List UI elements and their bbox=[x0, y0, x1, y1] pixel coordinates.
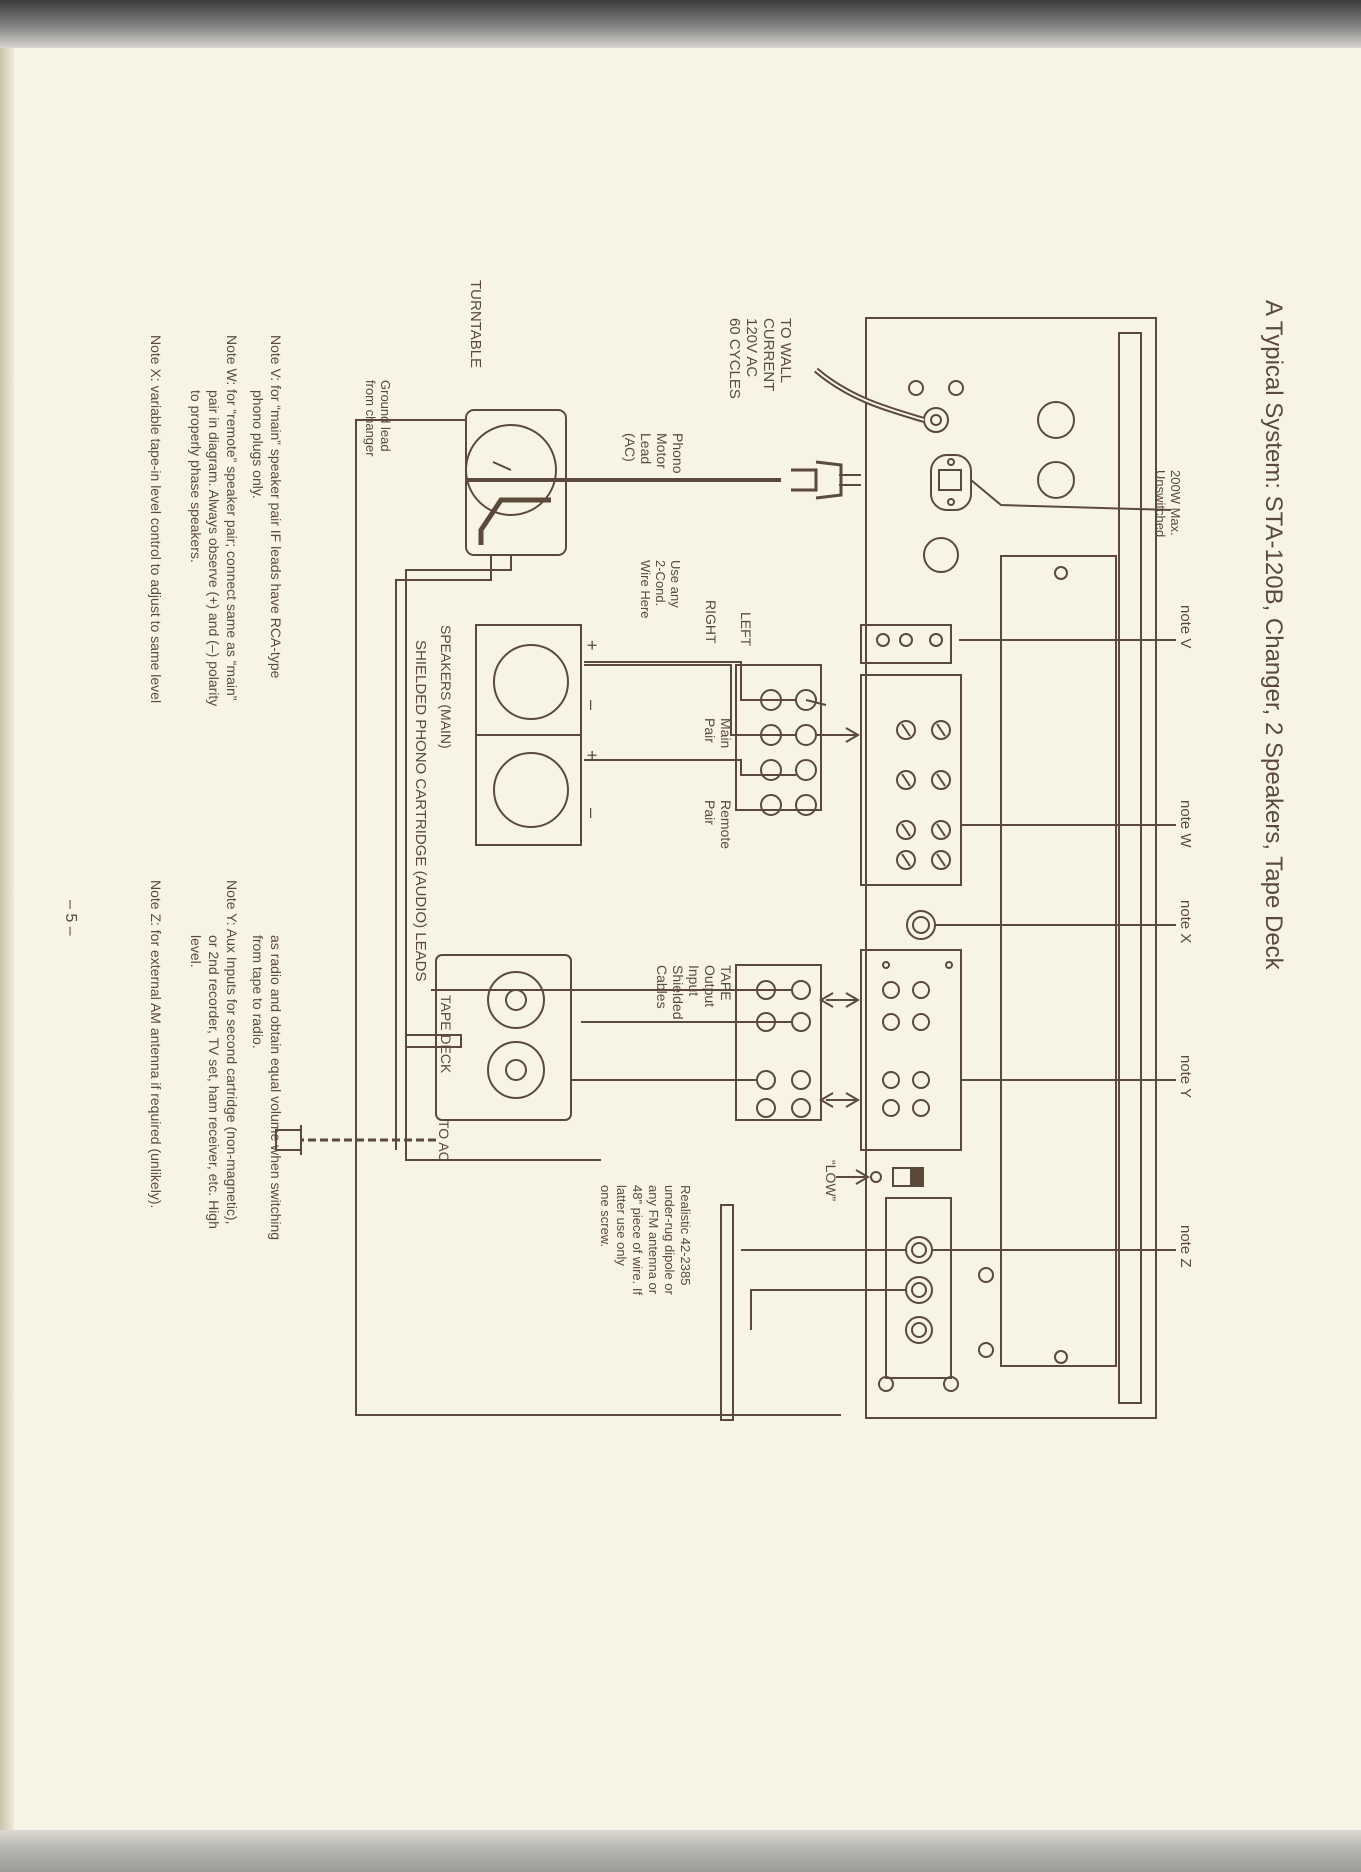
to-ac-label: TO AC bbox=[436, 1120, 452, 1162]
note-v-line-1: Note V: for “main” speaker pair IF leads… bbox=[268, 335, 284, 679]
wire-label-2: 2-Cond. bbox=[653, 560, 668, 606]
main-pair-label-2: Pair bbox=[702, 718, 718, 743]
plus-left: + bbox=[582, 750, 602, 761]
shielded-leads-label: SHIELDED PHONO CARTRIDGE (AUDIO) LEADS bbox=[412, 640, 429, 981]
note-y-line-1: Note Y: Aux Inputs for second cartridge … bbox=[224, 880, 240, 1224]
note-z-line-1: Note Z: for external AM antenna if requi… bbox=[148, 880, 164, 1208]
antenna-label-3: any FM antenna or bbox=[646, 1185, 661, 1295]
note-x-line-2: as radio and obtain equal volume when sw… bbox=[268, 935, 284, 1240]
motor-label-4: (AC) bbox=[622, 433, 638, 462]
motor-label-1: Phono bbox=[670, 433, 686, 474]
antenna-label-1: Realistic 42-2385 bbox=[678, 1185, 693, 1285]
antenna-label-6: one screw. bbox=[598, 1185, 613, 1247]
outlet-label-1: 200W Max. bbox=[1168, 470, 1183, 536]
plus-right: + bbox=[582, 640, 602, 651]
rca-input-panel bbox=[860, 949, 962, 1151]
note-x-line-1: Note X: variable tape-in level control t… bbox=[148, 335, 164, 703]
antenna-terminals bbox=[878, 1197, 994, 1392]
tape-deck-label: TAPE DECK bbox=[438, 995, 454, 1074]
note-w-line-1: Note W: for “remote” speaker pair; conne… bbox=[224, 335, 240, 701]
antenna-label-5: latter use only bbox=[614, 1185, 629, 1266]
note-w-callout: note W bbox=[1177, 800, 1194, 848]
low-label: “LOW” bbox=[823, 1160, 839, 1202]
page-number: – 5 – bbox=[62, 900, 79, 936]
note-callout-lines bbox=[932, 479, 1176, 1251]
speaker-left bbox=[475, 734, 582, 846]
note-v-callout: note V bbox=[1177, 605, 1194, 648]
ground-label-2: from changer bbox=[363, 380, 378, 457]
antenna-label-4: 48" piece of wire. If bbox=[630, 1185, 645, 1296]
minus-left: – bbox=[582, 808, 602, 818]
connection-arrows bbox=[816, 727, 870, 1185]
note-x-callout: note X bbox=[1177, 900, 1194, 943]
speaker-terminal-strip-w bbox=[860, 674, 962, 886]
fm-antenna bbox=[720, 1204, 906, 1421]
remote-pair-label-2: Pair bbox=[702, 800, 718, 825]
ground-label-1: Ground lead bbox=[378, 380, 393, 452]
note-y-callout: note Y bbox=[1177, 1055, 1194, 1098]
speaker-terminal-strip-v bbox=[860, 624, 952, 664]
antenna-label-2: under-rug dipole or bbox=[662, 1185, 677, 1296]
shielded-audio-lead bbox=[405, 555, 601, 1161]
wire-label-1: Use any bbox=[668, 560, 683, 608]
tape-connection-board bbox=[735, 964, 822, 1121]
note-y-line-2: or 2nd recorder, TV set, ham receiver, e… bbox=[206, 935, 222, 1229]
note-w-line-2: pair in diagram. Always observe (+) and … bbox=[206, 390, 222, 706]
page-title: A Typical System: STA-120B, Changer, 2 S… bbox=[1260, 300, 1287, 971]
scan-top-border bbox=[0, 0, 1361, 48]
tape-cables-label-2: Output bbox=[702, 965, 718, 1007]
receiver-chassis bbox=[814, 317, 1157, 1419]
turntable bbox=[465, 409, 567, 556]
note-y-line-3: level. bbox=[188, 935, 204, 968]
tape-cables-label-1: TAPE bbox=[718, 965, 734, 1001]
note-v-line-2: phono plugs only. bbox=[250, 390, 266, 499]
outlet-label-2: Unswitched bbox=[1153, 470, 1168, 537]
wire-label-3: Wire Here bbox=[638, 560, 653, 619]
turntable-label: TURNTABLE bbox=[467, 280, 484, 368]
wall-label-4: 60 CYCLES bbox=[726, 318, 743, 399]
scan-bottom-border bbox=[0, 1830, 1361, 1872]
minus-right: – bbox=[582, 700, 602, 710]
tape-deck bbox=[405, 954, 572, 1121]
ground-lead bbox=[355, 419, 841, 1416]
motor-label-3: Lead bbox=[638, 433, 654, 464]
note-z-callout: note Z bbox=[1177, 1225, 1194, 1268]
note-x-line-3: from tape to radio. bbox=[250, 935, 266, 1049]
wall-label-2: CURRENT bbox=[760, 318, 777, 391]
left-label: LEFT bbox=[738, 612, 754, 647]
page-edge bbox=[0, 48, 14, 1830]
tape-cables-label-5: Cables bbox=[654, 965, 670, 1009]
speaker-right bbox=[475, 624, 582, 736]
tape-cables-label-4: Shielded bbox=[670, 965, 686, 1020]
speaker-connection-board bbox=[735, 664, 822, 816]
wall-label-1: TO WALL bbox=[777, 318, 794, 383]
tape-level-knob bbox=[906, 910, 936, 940]
right-label: RIGHT bbox=[703, 600, 719, 644]
motor-label-2: Motor bbox=[654, 433, 670, 469]
note-w-line-3: to properly phase speakers. bbox=[188, 390, 204, 563]
wall-label-3: 120V AC bbox=[743, 318, 760, 377]
tape-cables-label-3: Input bbox=[686, 965, 702, 996]
low-switch bbox=[870, 1167, 924, 1187]
remote-pair-label-1: Remote bbox=[718, 800, 734, 849]
speakers-label: SPEAKERS (MAIN) bbox=[438, 625, 454, 749]
main-pair-label-1: Main bbox=[718, 718, 734, 748]
